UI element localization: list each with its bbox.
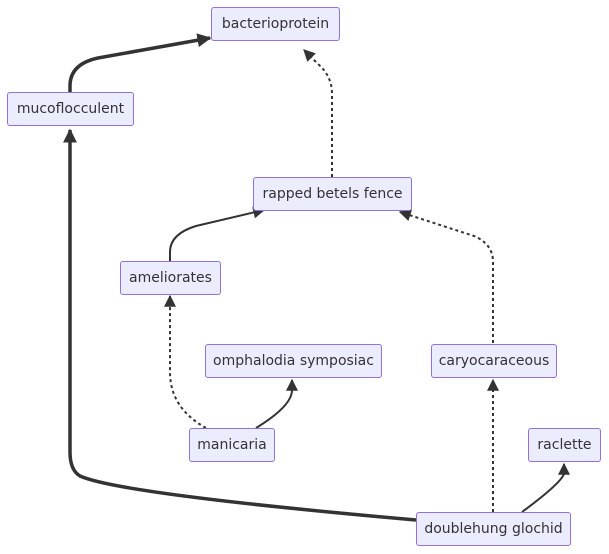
node-doublehung-glochid[interactable]: doublehung glochid (416, 512, 571, 546)
node-manicaria[interactable]: manicaria (189, 428, 275, 462)
node-raclette[interactable]: raclette (528, 428, 601, 462)
node-mucoflocculent[interactable]: mucoflocculent (7, 92, 134, 126)
node-omphalodia-symposiac[interactable]: omphalodia symposiac (205, 344, 382, 378)
edge-rapped-betels-fence-to-bacterioprotein (303, 49, 333, 177)
edge-manicaria-to-ameliorates (164, 294, 207, 429)
edge-manicaria-to-omphalodia-symposiac (255, 378, 298, 429)
edge-ameliorates-to-rapped-betels-fence (169, 206, 266, 261)
node-bacterioprotein[interactable]: bacterioprotein (211, 7, 340, 41)
edge-doublehung-glochid-to-raclette (521, 462, 570, 513)
node-caryocaraceous[interactable]: caryocaraceous (431, 344, 557, 378)
node-ameliorates[interactable]: ameliorates (120, 261, 221, 295)
edge-doublehung-glochid-to-mucoflocculent (63, 128, 417, 522)
edge-mucoflocculent-to-bacterioprotein (68, 33, 212, 92)
node-rapped-betels-fence[interactable]: rapped betels fence (253, 177, 412, 211)
edge-caryocaraceous-to-rapped-betels-fence (398, 209, 494, 343)
